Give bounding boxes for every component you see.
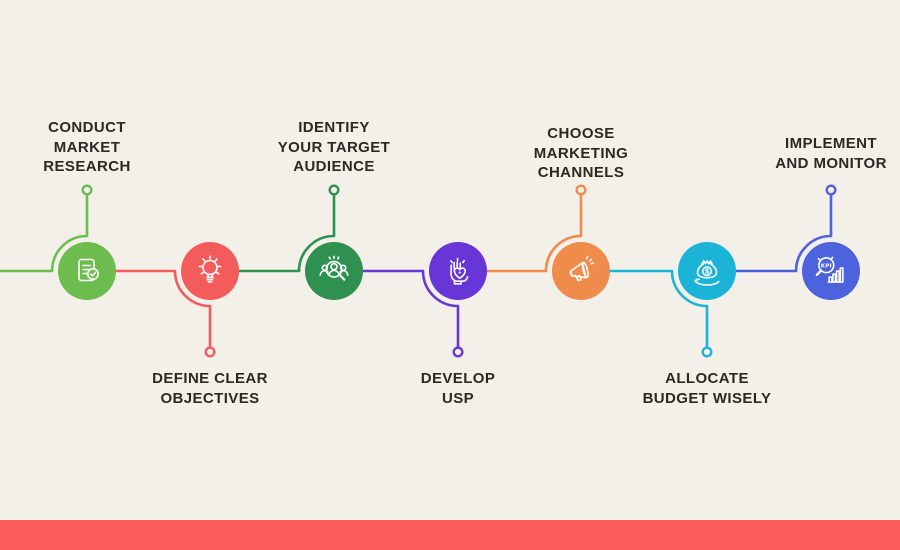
lightbulb-icon	[198, 255, 222, 283]
connector-path-2	[114, 269, 212, 349]
connector-dot-1	[81, 184, 93, 196]
megaphone-icon	[569, 255, 595, 282]
kpi-search-icon: KPI	[815, 256, 844, 283]
connector-dot-4	[452, 346, 464, 358]
connector-path-3	[237, 193, 336, 273]
footer-accent-bar	[0, 520, 900, 550]
step-4-label: DEVELOP USP	[420, 370, 496, 407]
connector-dot-6	[701, 346, 713, 358]
step-1-label: CONDUCT MARKET RESEARCH	[43, 119, 131, 175]
audience-search-icon	[319, 255, 349, 281]
connector-dot-2	[204, 346, 216, 358]
step-6-label: ALLOCATE BUDGET WISELY	[642, 370, 772, 407]
connector-path-6	[608, 269, 709, 349]
connector-path-4	[361, 269, 460, 349]
step-5-label: CHOOSE MARKETING CHANNELS	[533, 125, 629, 181]
step-4-node	[429, 242, 487, 300]
svg-text:KPI: KPI	[821, 263, 832, 269]
step-3-node	[305, 242, 363, 300]
hand-heart-icon	[450, 257, 469, 285]
step-1-node	[58, 242, 116, 300]
connector-path-5	[485, 193, 583, 273]
connector-path-7	[734, 193, 833, 273]
connector-dot-3	[328, 184, 340, 196]
step-2-node	[181, 242, 239, 300]
step-2-label: DEFINE CLEAR OBJECTIVES	[152, 370, 268, 407]
step-3-label: IDENTIFY YOUR TARGET AUDIENCE	[277, 119, 391, 175]
connector-path-1	[0, 193, 89, 273]
step-6-node: $	[678, 242, 736, 300]
step-7-node: KPI	[802, 242, 860, 300]
connector-dot-7	[825, 184, 837, 196]
document-check-icon	[78, 258, 99, 282]
connector-dot-5	[575, 184, 587, 196]
step-5-node	[552, 242, 610, 300]
svg-text:$: $	[705, 268, 710, 276]
money-bag-icon: $	[694, 260, 720, 286]
step-7-label: IMPLEMENT AND MONITOR	[775, 135, 887, 172]
